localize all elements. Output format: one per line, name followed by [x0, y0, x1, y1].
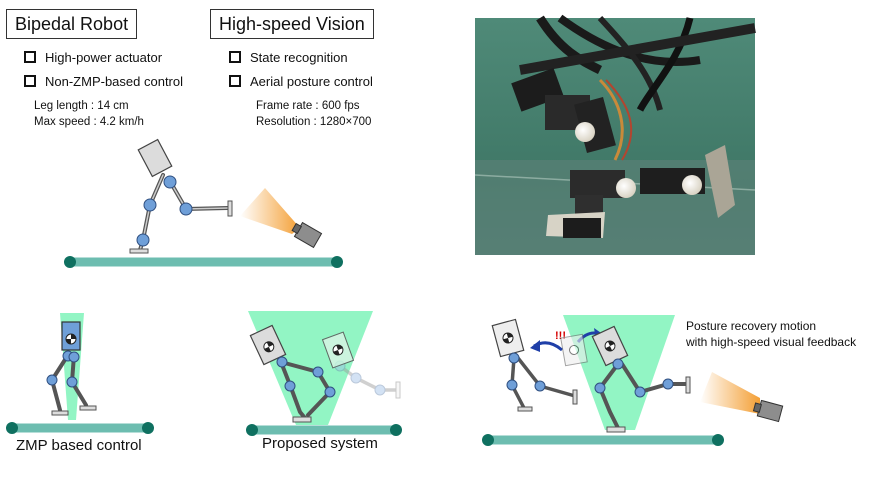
robot-joints [136, 175, 193, 247]
recovery-illustration [482, 315, 784, 446]
robot-feature-2-label: Non-ZMP-based control [45, 74, 183, 89]
proposed-caption: Proposed system [262, 435, 378, 452]
robot-title: Bipedal Robot [6, 9, 138, 39]
vision-spec-1: Frame rate : 600 fps [256, 100, 360, 112]
checkbox-icon [229, 75, 241, 87]
robot-photo [474, 14, 756, 255]
robot-feature-2: Non-ZMP-based control [24, 74, 183, 90]
floor-end [331, 256, 343, 268]
vision-feature-1-label: State recognition [250, 50, 348, 65]
floor-end [64, 256, 76, 268]
recovery-note-line-1: Posture recovery motion [686, 319, 817, 333]
robot-torso [137, 138, 173, 178]
vision-feature-2-label: Aerial posture control [250, 74, 373, 89]
vision-spec-2: Resolution : 1280×700 [256, 116, 372, 128]
camera-icon [752, 399, 784, 423]
robot-feature-1: High-power actuator [24, 50, 162, 66]
light-beam [240, 188, 300, 234]
robot-torso [249, 324, 287, 366]
robot-spec-1: Leg length : 14 cm [34, 100, 129, 112]
light-beam [700, 372, 760, 414]
top-robot-illustration [64, 138, 343, 268]
checkbox-icon [24, 75, 36, 87]
recovery-note-line-2: with high-speed visual feedback [686, 335, 857, 349]
robot-foot [227, 200, 233, 217]
vision-feature-1: State recognition [229, 50, 348, 66]
checkbox-icon [24, 51, 36, 63]
robot-feature-1-label: High-power actuator [45, 50, 163, 65]
recovery-note: Posture recovery motion with high-speed … [686, 318, 856, 350]
robot-torso [491, 318, 525, 358]
alert-mark: !!! [555, 330, 566, 342]
checkbox-icon [229, 51, 241, 63]
robot-foot [129, 248, 149, 254]
zmp-robot-illustration [6, 313, 154, 434]
proposed-system-illustration [246, 311, 402, 436]
robot-spec-2: Max speed : 4.2 km/h [34, 116, 144, 128]
vision-feature-2: Aerial posture control [229, 74, 373, 90]
zmp-caption: ZMP based control [16, 437, 142, 454]
vision-title: High-speed Vision [210, 9, 374, 39]
vision-cone [563, 315, 675, 430]
camera-icon [291, 221, 323, 249]
